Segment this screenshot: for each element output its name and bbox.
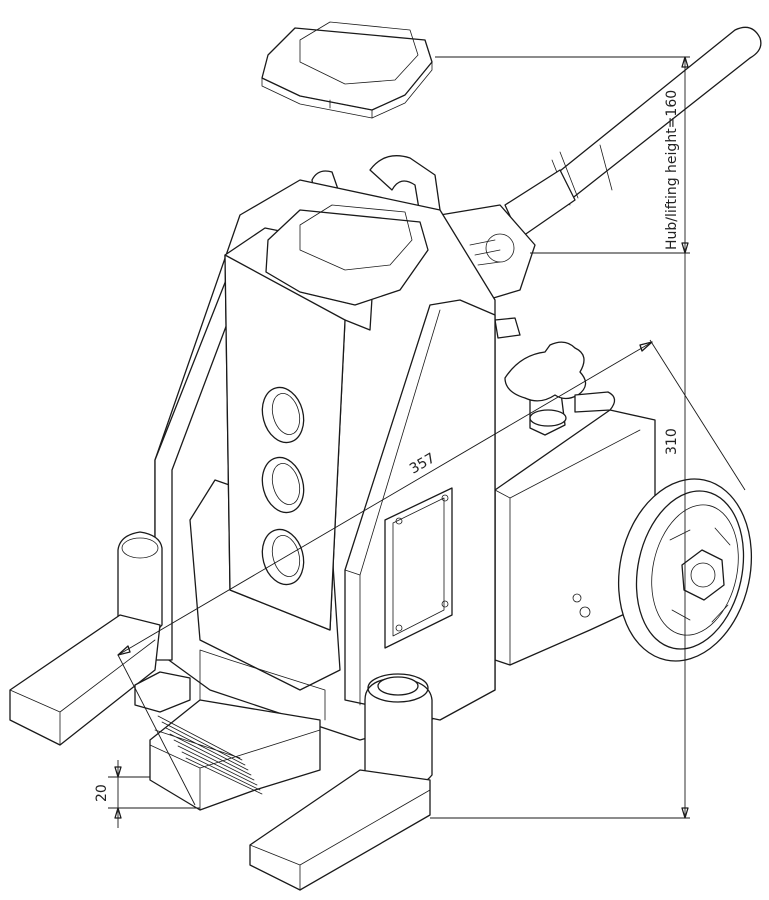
- overall-height-label: 310: [664, 428, 680, 455]
- dimension-stroke-height: Hub/lifting height=160: [435, 56, 690, 254]
- head-claw: [265, 204, 429, 306]
- left-foot: [9, 531, 191, 746]
- detached-top-claw: [261, 21, 433, 119]
- star-knob: [504, 341, 616, 436]
- lifting-column: [224, 227, 376, 631]
- dimension-overall-height: 310: [430, 253, 690, 819]
- side-plate: [344, 299, 496, 721]
- center-toe: [149, 649, 326, 811]
- right-foot: [249, 673, 433, 891]
- toe-height-label: 20: [94, 784, 110, 802]
- dimension-toe-height: 20: [94, 760, 200, 828]
- lever-handle: [504, 26, 762, 239]
- stroke-height-label: Hub/lifting height=160: [664, 90, 680, 250]
